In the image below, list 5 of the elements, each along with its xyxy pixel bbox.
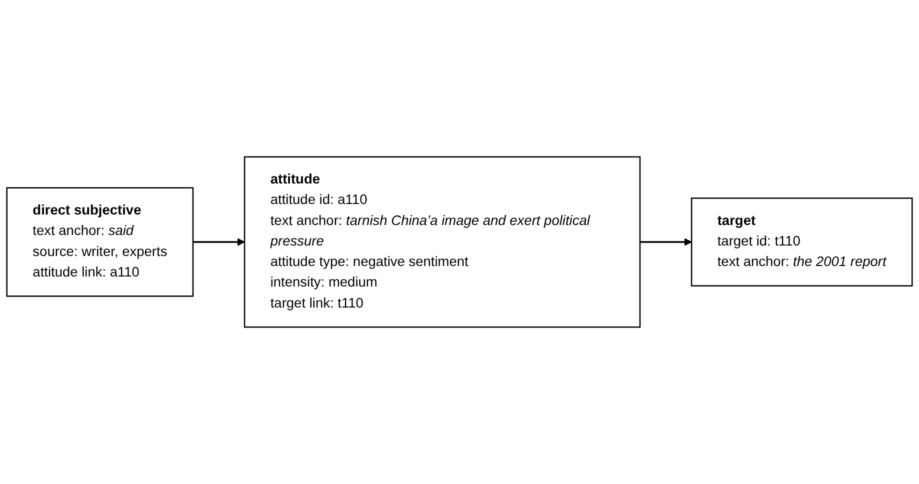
arrow	[640, 238, 692, 246]
node-box: attitude attitude id: a110 text anchor: tarnish China’a image and exert political pressure attitude type: negative sentiment intensity: medium target link: t110	[244, 156, 641, 328]
node-box: direct subjective text anchor: said source: writer, experts attitude link: a110	[6, 187, 194, 297]
node-box: target target id: t110 text anchor: the 2001 report	[690, 198, 913, 286]
arrow	[192, 238, 245, 246]
